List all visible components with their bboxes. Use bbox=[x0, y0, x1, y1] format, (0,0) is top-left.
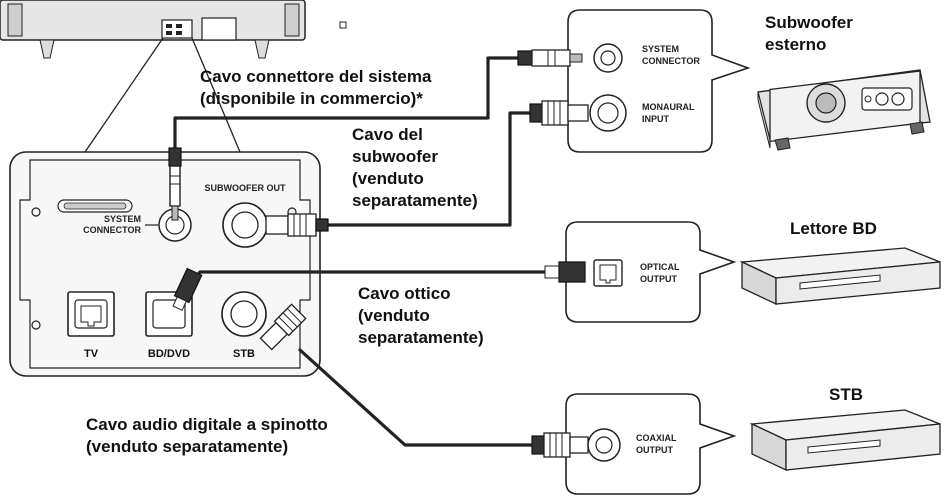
bd-optical-output-label-1: OPTICAL bbox=[640, 262, 680, 272]
subwoofer-title-2: esterno bbox=[765, 35, 826, 54]
subwoofer-monaural-label-1: MONAURAL bbox=[642, 102, 695, 112]
bd-player-device bbox=[739, 247, 941, 306]
system-connector-plug-panel bbox=[168, 147, 182, 221]
stb-coaxial-jack bbox=[587, 428, 621, 462]
stb-coaxial-port bbox=[221, 291, 267, 337]
optical-cable-label-1: Cavo ottico bbox=[358, 284, 451, 303]
system-connector-port-label-1: SYSTEM bbox=[104, 214, 141, 224]
subwoofer-out-port bbox=[222, 202, 268, 248]
system-connector-port bbox=[158, 208, 192, 242]
subwoofer-monaural-jack bbox=[589, 94, 627, 132]
bd-player-callout bbox=[565, 221, 737, 323]
subwoofer-monaural-label-2: INPUT bbox=[642, 114, 670, 124]
subwoofer-system-connector-label-1: SYSTEM bbox=[642, 44, 679, 54]
subwoofer-system-connector-label-2: CONNECTOR bbox=[642, 56, 700, 66]
system-connector-cable bbox=[173, 56, 522, 162]
system-connector-port-label-2: CONNECTOR bbox=[83, 225, 141, 235]
subwoofer-cable-label-1: Cavo del bbox=[352, 125, 423, 144]
stb-device bbox=[749, 409, 941, 472]
bd-optical-jack bbox=[593, 259, 623, 287]
subwoofer-system-connector-jack bbox=[593, 43, 623, 73]
optical-plug-panel bbox=[172, 267, 203, 311]
optical-plug-bd bbox=[544, 261, 586, 283]
system-connector-cable-label-2: (disponibile in commercio)* bbox=[200, 89, 423, 108]
optical-cable-label-2: (venduto bbox=[358, 306, 430, 325]
tv-port-label: TV bbox=[84, 348, 99, 360]
system-connector-cable-label-1: Cavo connettore del sistema bbox=[200, 67, 432, 86]
stb-port-label: STB bbox=[233, 348, 255, 360]
coaxial-plug-panel bbox=[259, 303, 307, 351]
bd-dvd-port-label: BD/DVD bbox=[148, 348, 190, 360]
subwoofer-out-port-label: SUBWOOFER OUT bbox=[205, 183, 286, 193]
subwoofer-cable-label-3: (venduto bbox=[352, 169, 424, 188]
subwoofer-title-1: Subwoofer bbox=[765, 13, 853, 32]
subwoofer-rca-plug bbox=[529, 100, 589, 126]
tv-optical-port bbox=[67, 291, 115, 337]
stb-callout bbox=[565, 393, 737, 495]
coaxial-cable bbox=[298, 348, 534, 447]
subwoofer-cable-label-4: separatamente) bbox=[352, 191, 478, 210]
optical-cable-label-3: separatamente) bbox=[358, 328, 484, 347]
bd-optical-output-label-2: OUTPUT bbox=[640, 274, 678, 284]
subwoofer-callout bbox=[567, 9, 751, 153]
stb-title: STB bbox=[829, 385, 863, 404]
coaxial-plug-stb bbox=[531, 432, 589, 458]
stb-coaxial-output-label-2: OUTPUT bbox=[636, 445, 674, 455]
coaxial-cable-label-2: (venduto separatamente) bbox=[86, 437, 288, 456]
stb-coaxial-output-label-1: COAXIAL bbox=[636, 433, 677, 443]
subwoofer-cable bbox=[326, 111, 534, 227]
subwoofer-plug-panel bbox=[265, 213, 329, 237]
soundbar-unit bbox=[0, 0, 347, 59]
system-connector-plug-subwoofer bbox=[517, 49, 583, 67]
subwoofer-device bbox=[757, 69, 931, 151]
bd-player-title: Lettore BD bbox=[790, 219, 877, 238]
subwoofer-cable-label-2: subwoofer bbox=[352, 147, 438, 166]
coaxial-cable-label-1: Cavo audio digitale a spinotto bbox=[86, 415, 328, 434]
